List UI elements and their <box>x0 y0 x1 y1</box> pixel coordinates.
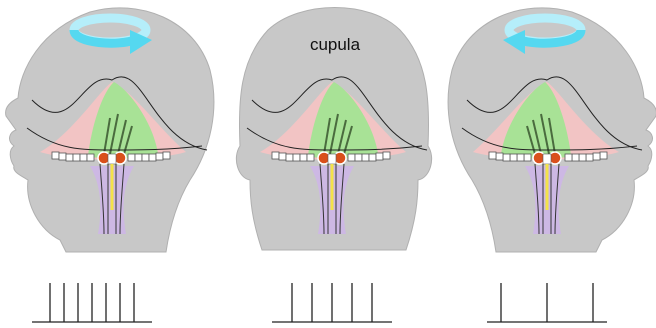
panel-left <box>6 8 214 322</box>
cupula-label: cupula <box>310 35 361 54</box>
spike-train-right <box>487 283 607 322</box>
spike-train-center <box>272 283 392 322</box>
spike-train-left <box>32 283 152 322</box>
panel-center <box>236 8 431 323</box>
panel-right <box>448 8 656 322</box>
